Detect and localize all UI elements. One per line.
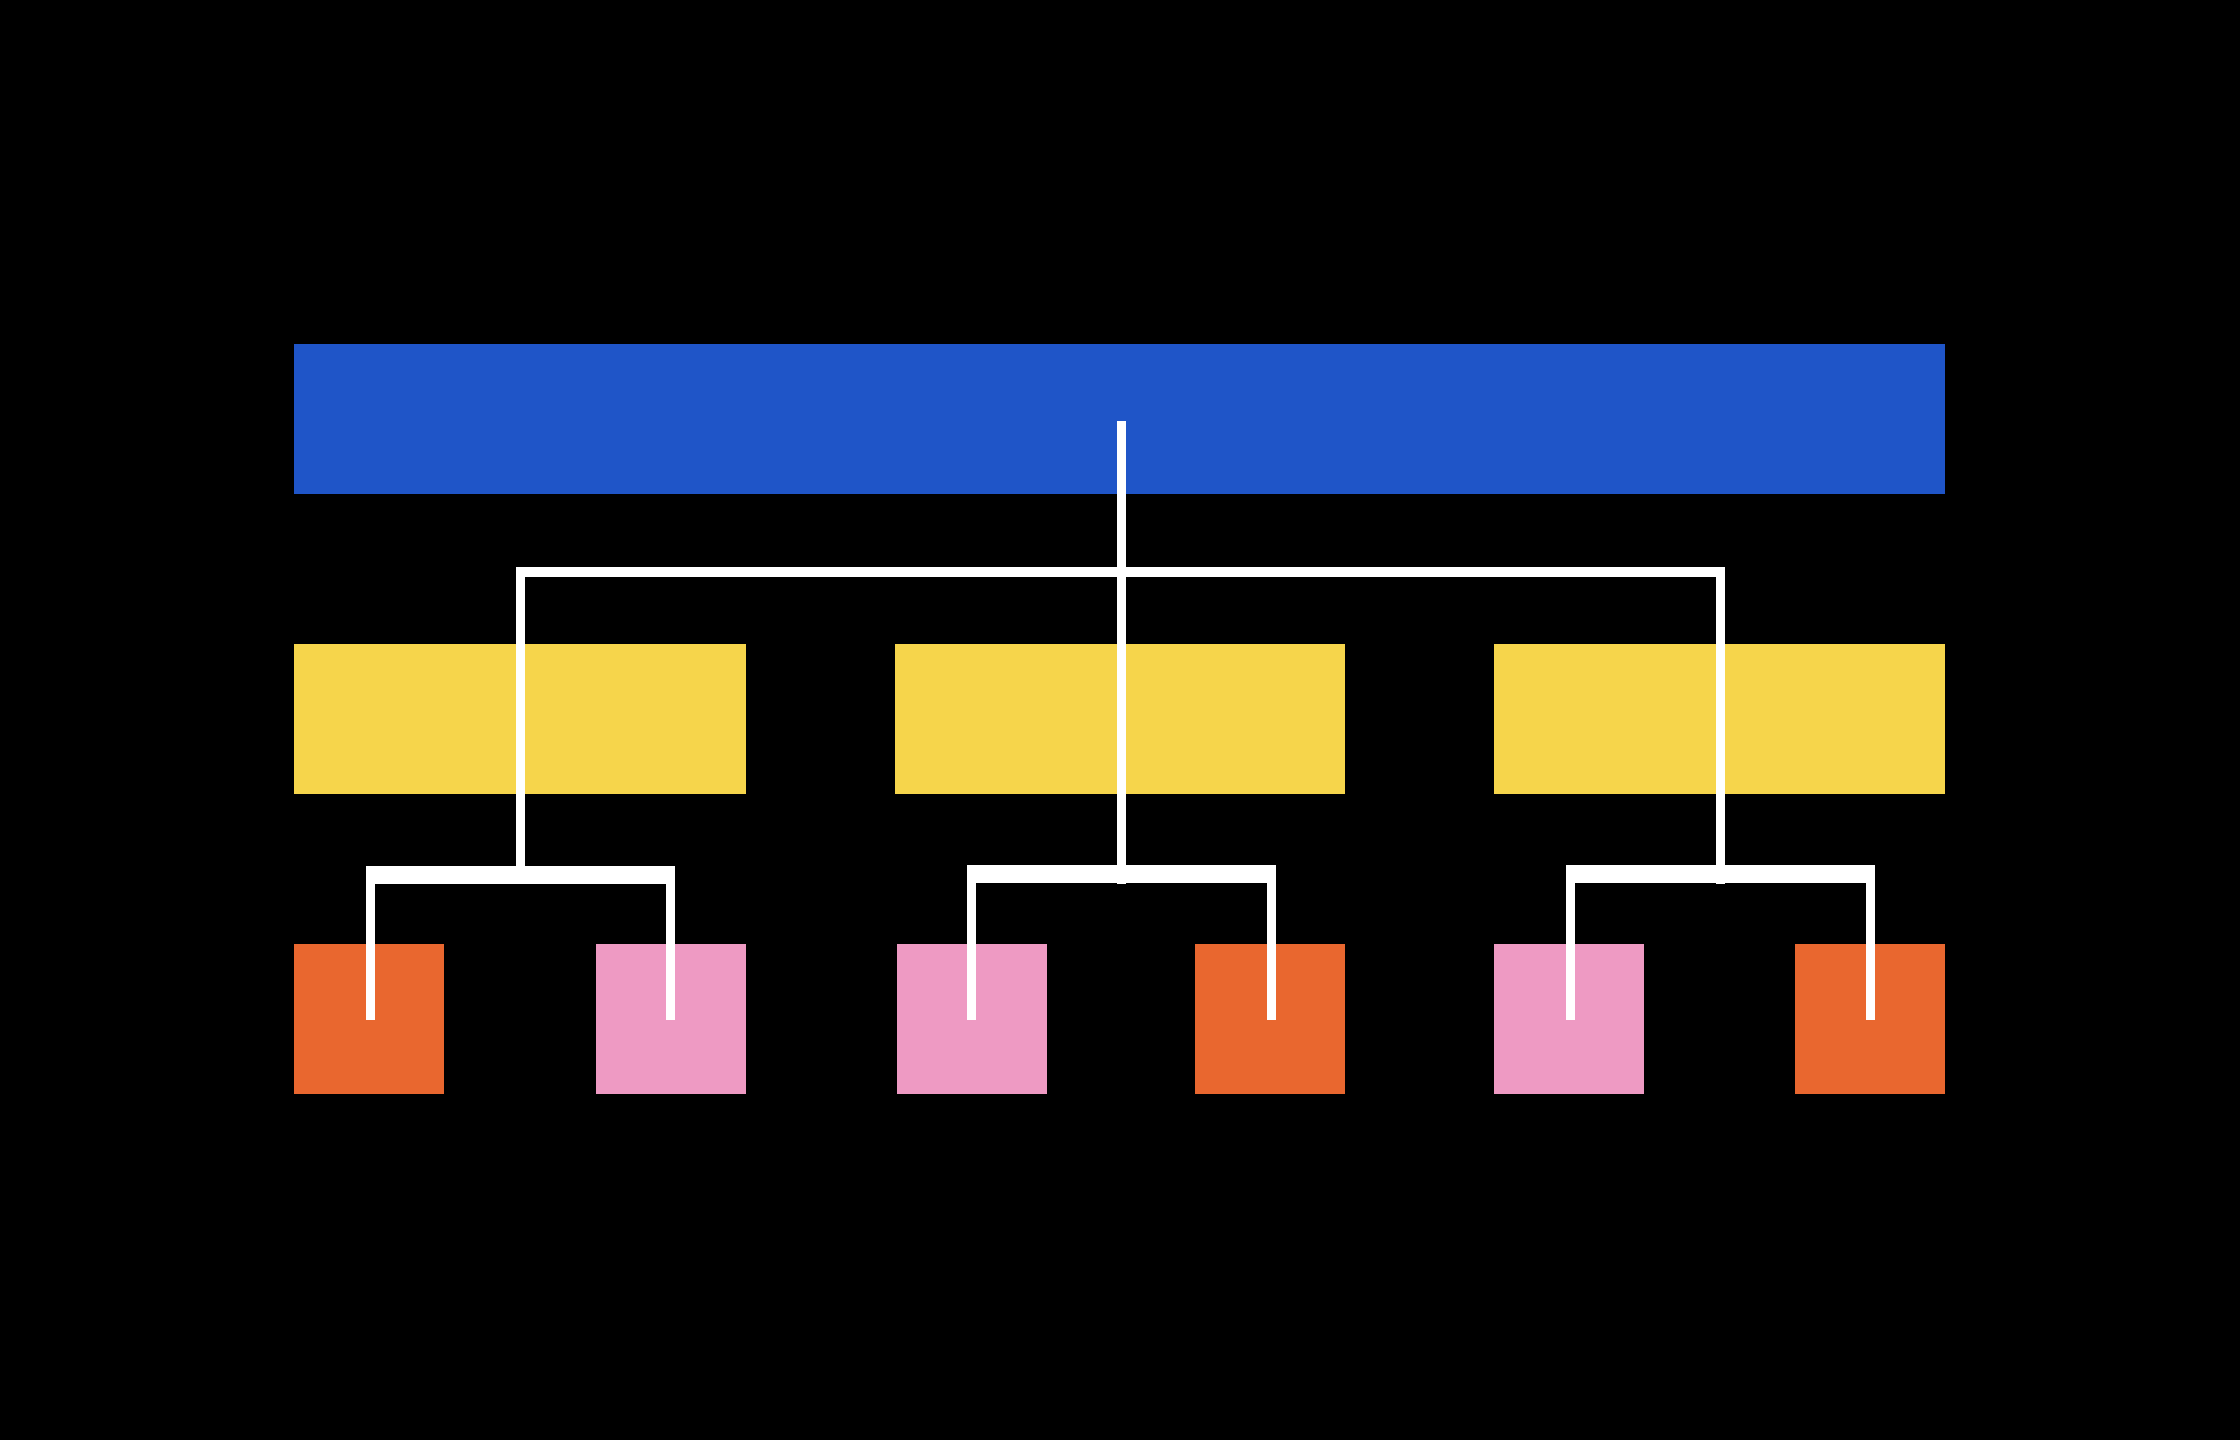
leaf-drop-2-line [666, 866, 675, 1020]
level2-horizontal-left-outer-line [366, 866, 675, 875]
level2-horizontal-center-outer-line [967, 865, 1276, 874]
leaf-drop-5-line [1566, 865, 1575, 1020]
leaf-drop-3-line [967, 865, 976, 1020]
level2-horizontal-right-outer-line [1566, 865, 1875, 874]
level2-horizontal-right-inner-line [1575, 874, 1866, 883]
level1-horizontal-line [516, 567, 1725, 577]
level2-horizontal-left-inner-line [375, 875, 666, 884]
level1-drop-right-line [1716, 567, 1725, 884]
leaf-drop-1-line [366, 866, 375, 1020]
leaf-drop-6-line [1866, 865, 1875, 1020]
leaf-drop-4-line [1267, 865, 1276, 1020]
level2-horizontal-center-inner-line [976, 874, 1267, 883]
level1-drop-left-line [516, 567, 525, 884]
trunk-vertical-line [1117, 421, 1126, 884]
